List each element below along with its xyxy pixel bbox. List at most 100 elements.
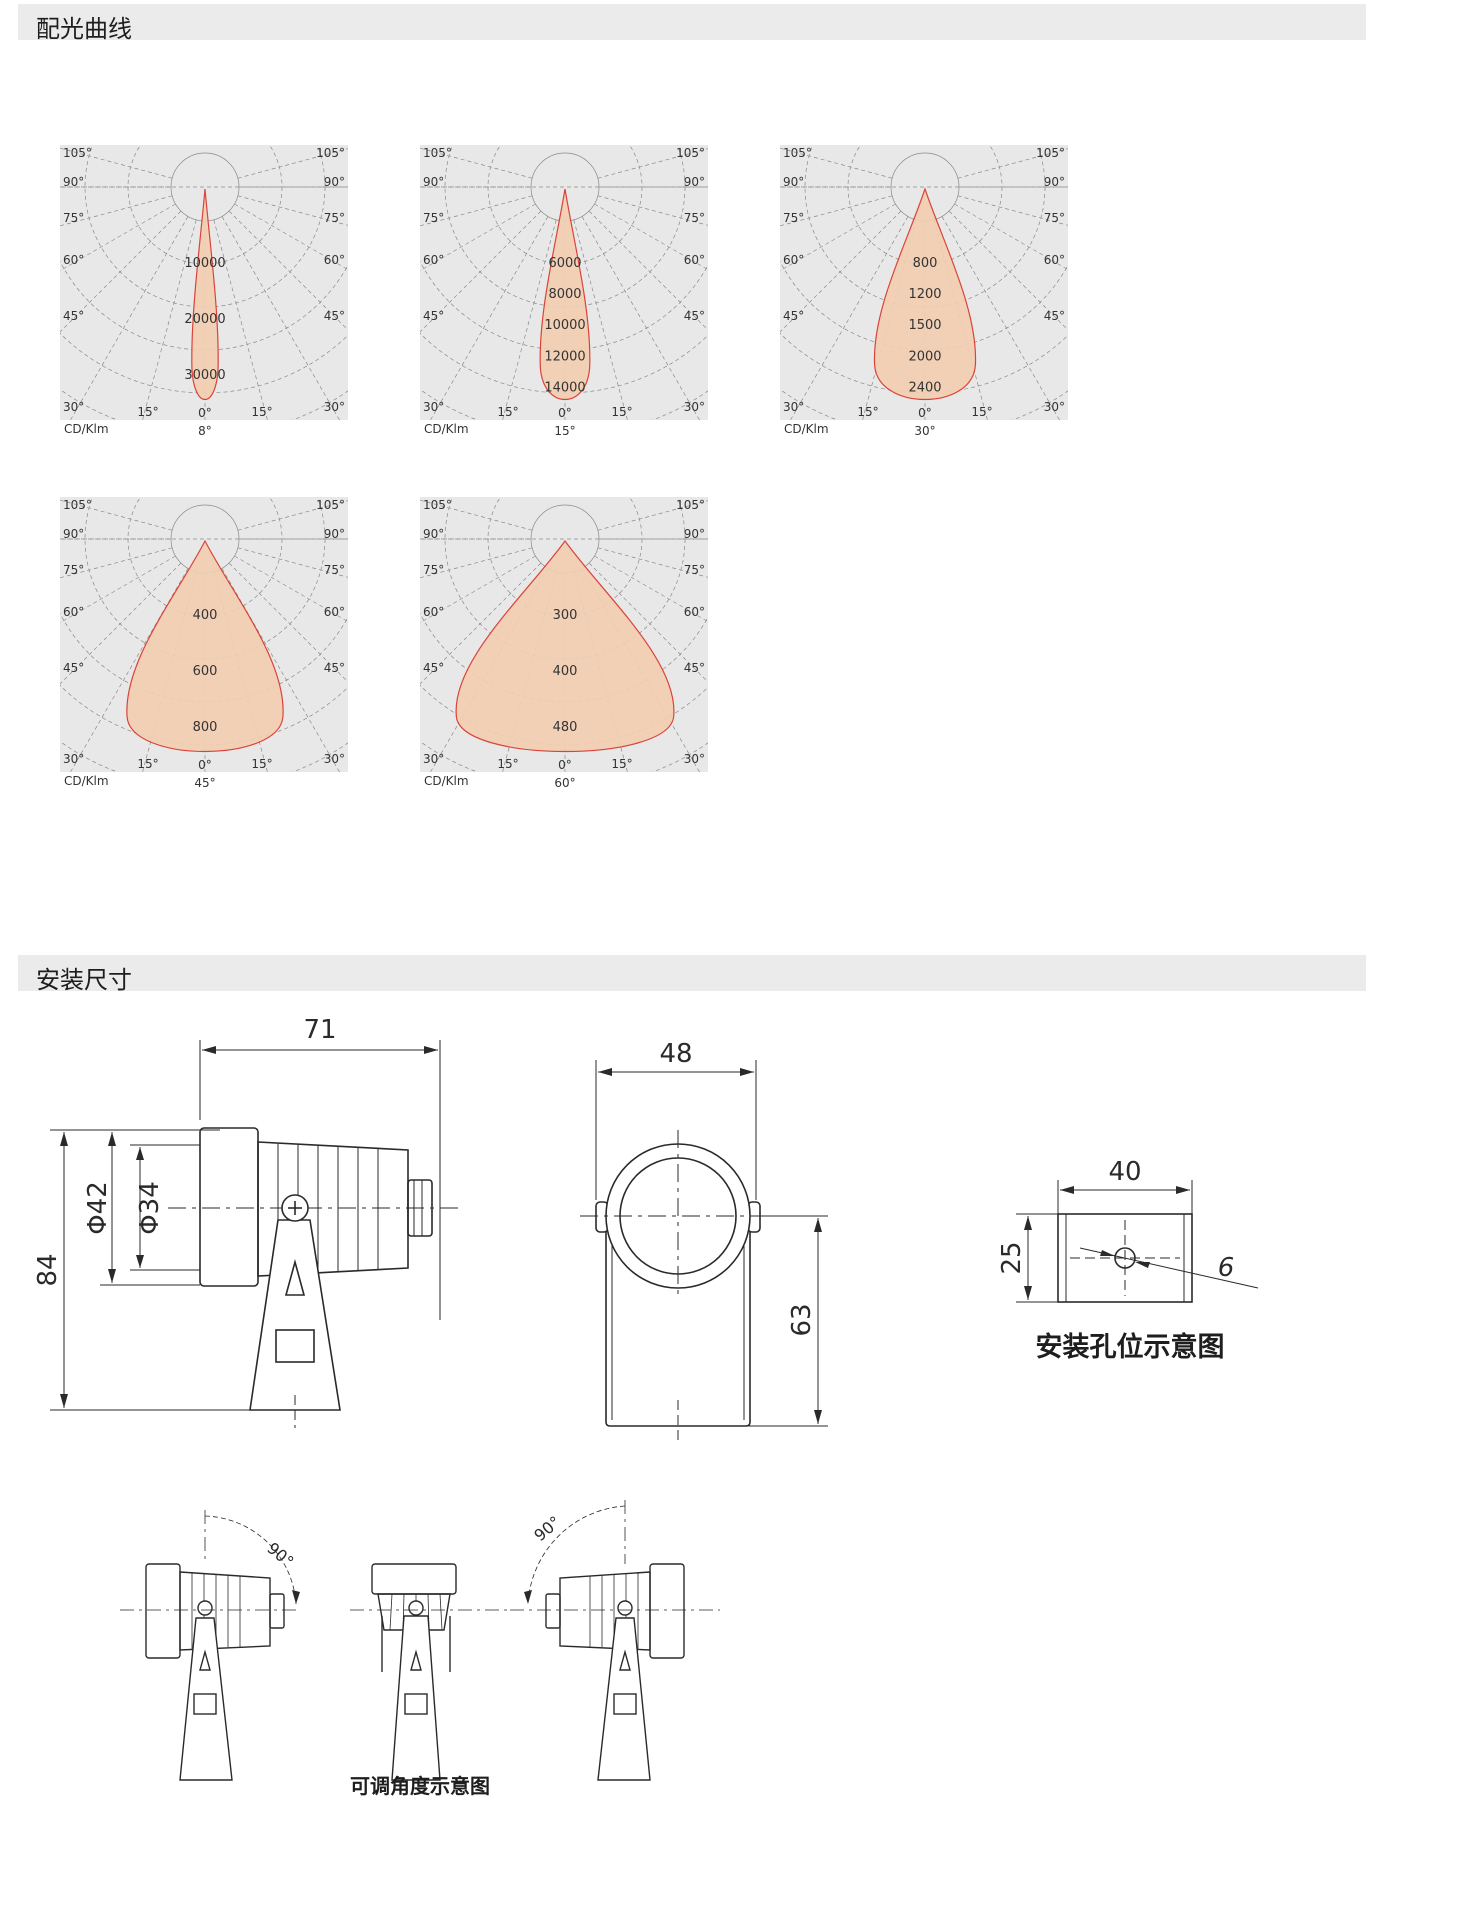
angle-tick-label: 75° bbox=[684, 563, 705, 577]
angle-tick-label: 45° bbox=[423, 661, 444, 675]
angle-tick-label: 90° bbox=[63, 527, 84, 541]
angle-tick-label: 60° bbox=[63, 253, 84, 267]
angle-tick-label: 15° bbox=[857, 405, 878, 419]
angle-tick-label: 15° bbox=[251, 405, 272, 419]
angle-tick-label: 30° bbox=[324, 752, 345, 766]
angle-tick-label: 45° bbox=[63, 309, 84, 323]
section-title-photometric: 配光曲线 bbox=[36, 15, 132, 43]
polar-chart-svg: 60008000100001200014000105°105°90°90°75°… bbox=[420, 145, 708, 438]
ring-value-label: 400 bbox=[193, 608, 218, 623]
front-view-drawing: 48 63 bbox=[580, 1039, 828, 1442]
dim-height: 84 bbox=[33, 1253, 63, 1286]
angle-tick-label: 0° bbox=[918, 406, 932, 420]
angle-tick-label: 0° bbox=[198, 406, 212, 420]
angle-tick-label: 105° bbox=[783, 146, 812, 160]
angle-tick-label: 60° bbox=[684, 253, 705, 267]
angle-tick-label: 45° bbox=[63, 661, 84, 675]
angle-tick-label: 0° bbox=[558, 406, 572, 420]
angle-tick-label: 30° bbox=[423, 752, 444, 766]
angle-tick-label: 90° bbox=[684, 175, 705, 189]
angle-tick-label: 90° bbox=[783, 175, 804, 189]
angle-tick-label: 90° bbox=[423, 175, 444, 189]
angle-tick-label: 60° bbox=[1044, 253, 1065, 267]
ring-value-label: 30000 bbox=[184, 368, 225, 383]
unit-label: CD/Klm bbox=[64, 422, 109, 436]
angle-tick-label: 75° bbox=[423, 211, 444, 225]
section-bar-photometric: 配光曲线 bbox=[18, 4, 1366, 43]
dim-hole-height: 25 bbox=[997, 1241, 1027, 1274]
angle-tick-label: 45° bbox=[1044, 309, 1065, 323]
angle-tick-label: 15° bbox=[251, 757, 272, 771]
angle-tick-label: 90° bbox=[324, 175, 345, 189]
angle-tick-label: 15° bbox=[497, 405, 518, 419]
ring-value-label: 1200 bbox=[908, 287, 941, 302]
section-bar-installation: 安装尺寸 bbox=[18, 955, 1366, 994]
light-distribution-lobe bbox=[539, 188, 591, 401]
angle-label-left: 90° bbox=[263, 1539, 297, 1572]
dim-length: 71 bbox=[303, 1015, 336, 1045]
angle-tick-label: 75° bbox=[423, 563, 444, 577]
ring-value-label: 2000 bbox=[908, 349, 941, 364]
angle-tick-label: 30° bbox=[423, 400, 444, 414]
beam-angle-label: 30° bbox=[914, 424, 935, 438]
dim-hole-dia: 6 bbox=[1218, 1253, 1235, 1283]
beam-angle-label: 45° bbox=[194, 776, 215, 790]
angle-tick-label: 90° bbox=[63, 175, 84, 189]
unit-label: CD/Klm bbox=[64, 774, 109, 788]
angle-tick-label: 0° bbox=[558, 758, 572, 772]
angle-tick-label: 75° bbox=[783, 211, 804, 225]
light-distribution-lobe bbox=[873, 187, 977, 401]
angle-tick-label: 75° bbox=[684, 211, 705, 225]
dim-width: 48 bbox=[659, 1039, 692, 1069]
angle-tick-label: 60° bbox=[63, 605, 84, 619]
polar-chart-svg: 100002000030000105°105°90°90°75°75°60°60… bbox=[60, 145, 348, 438]
light-distribution-lobe bbox=[455, 539, 675, 753]
angle-tick-label: 60° bbox=[783, 253, 804, 267]
ring-value-label: 800 bbox=[913, 256, 938, 271]
polar-chart-svg: 300400480105°105°90°90°75°75°60°60°45°45… bbox=[420, 497, 708, 790]
ring-value-label: 8000 bbox=[548, 287, 581, 302]
ring-value-label: 480 bbox=[553, 720, 578, 735]
angle-tick-label: 15° bbox=[137, 757, 158, 771]
ring-value-label: 1500 bbox=[908, 318, 941, 333]
angle-tick-label: 90° bbox=[324, 527, 345, 541]
angle-tick-label: 60° bbox=[324, 605, 345, 619]
ring-value-label: 14000 bbox=[544, 380, 585, 395]
adjustable-angle-drawing: 90° 90° 可调角度示意图 bbox=[120, 1500, 720, 1798]
unit-label: CD/Klm bbox=[424, 774, 469, 788]
ring-value-label: 6000 bbox=[548, 256, 581, 271]
angle-tick-label: 0° bbox=[198, 758, 212, 772]
angle-tick-label: 15° bbox=[137, 405, 158, 419]
angle-tick-label: 105° bbox=[676, 498, 705, 512]
light-distribution-lobe bbox=[191, 188, 219, 400]
angle-tick-label: 75° bbox=[1044, 211, 1065, 225]
light-distribution-lobe bbox=[126, 539, 284, 753]
angle-tick-label: 105° bbox=[1036, 146, 1065, 160]
angle-tick-label: 105° bbox=[423, 498, 452, 512]
angle-tick-label: 45° bbox=[783, 309, 804, 323]
ring-value-label: 10000 bbox=[184, 256, 225, 271]
ring-value-label: 20000 bbox=[184, 312, 225, 327]
beam-angle-label: 60° bbox=[554, 776, 575, 790]
angle-tick-label: 105° bbox=[316, 498, 345, 512]
angle-tick-label: 45° bbox=[423, 309, 444, 323]
angle-tick-label: 60° bbox=[423, 605, 444, 619]
angle-tick-label: 45° bbox=[684, 661, 705, 675]
angle-tick-label: 105° bbox=[676, 146, 705, 160]
angle-tick-label: 75° bbox=[324, 563, 345, 577]
angle-tick-label: 30° bbox=[684, 752, 705, 766]
angle-tick-label: 75° bbox=[63, 211, 84, 225]
angle-tick-label: 75° bbox=[324, 211, 345, 225]
ring-value-label: 12000 bbox=[544, 349, 585, 364]
angle-tick-label: 30° bbox=[684, 400, 705, 414]
angle-tick-label: 30° bbox=[63, 752, 84, 766]
dim-hole-spacing: 40 bbox=[1108, 1157, 1141, 1187]
angle-tick-label: 15° bbox=[971, 405, 992, 419]
angle-label-right: 90° bbox=[530, 1512, 564, 1545]
angle-tick-label: 105° bbox=[423, 146, 452, 160]
angle-tick-label: 15° bbox=[611, 757, 632, 771]
angle-tick-label: 105° bbox=[63, 146, 92, 160]
angle-tick-label: 60° bbox=[324, 253, 345, 267]
angle-tick-label: 15° bbox=[611, 405, 632, 419]
